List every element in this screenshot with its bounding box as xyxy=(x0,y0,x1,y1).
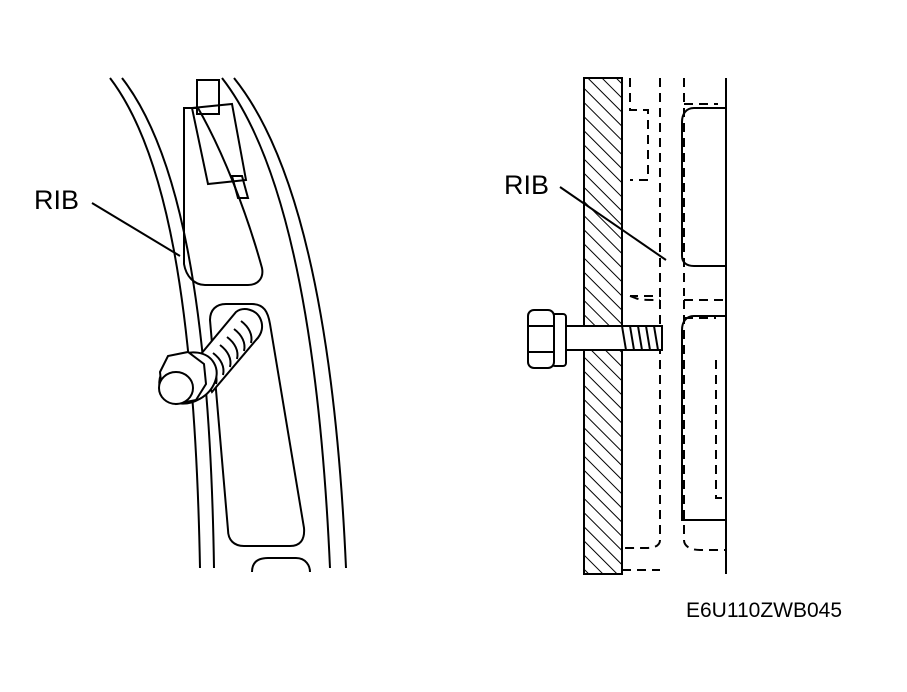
outer-wall-line-2 xyxy=(121,77,215,569)
inner-wall-line-1 xyxy=(221,77,331,569)
left-rib-label: RIB xyxy=(34,185,79,215)
outer-wall-line-1 xyxy=(109,77,201,569)
rib-pocket-middle xyxy=(208,303,306,547)
left-rib-leader xyxy=(91,202,181,257)
rib-pocket-lower xyxy=(251,557,311,573)
left-bolt xyxy=(158,308,264,406)
rib-profile-upper xyxy=(681,107,726,267)
left-view xyxy=(109,77,347,573)
hidden-lines xyxy=(622,78,726,571)
right-rib-leader xyxy=(559,186,667,261)
left-bolt-head-face xyxy=(158,371,194,405)
clip-upper-2 xyxy=(190,102,248,186)
figure-code: E6U110ZWB045 xyxy=(686,599,842,622)
clip-upper-3 xyxy=(230,175,250,199)
inner-wall-line-2 xyxy=(233,77,347,569)
right-rib-label: RIB xyxy=(504,170,549,200)
rib-profile-lower xyxy=(681,315,726,521)
rib-pocket-upper xyxy=(183,107,264,286)
clip-upper-1 xyxy=(196,79,220,115)
right-bolt xyxy=(527,309,663,369)
right-bolt-threads xyxy=(621,325,659,351)
right-bolt-head xyxy=(527,309,555,369)
